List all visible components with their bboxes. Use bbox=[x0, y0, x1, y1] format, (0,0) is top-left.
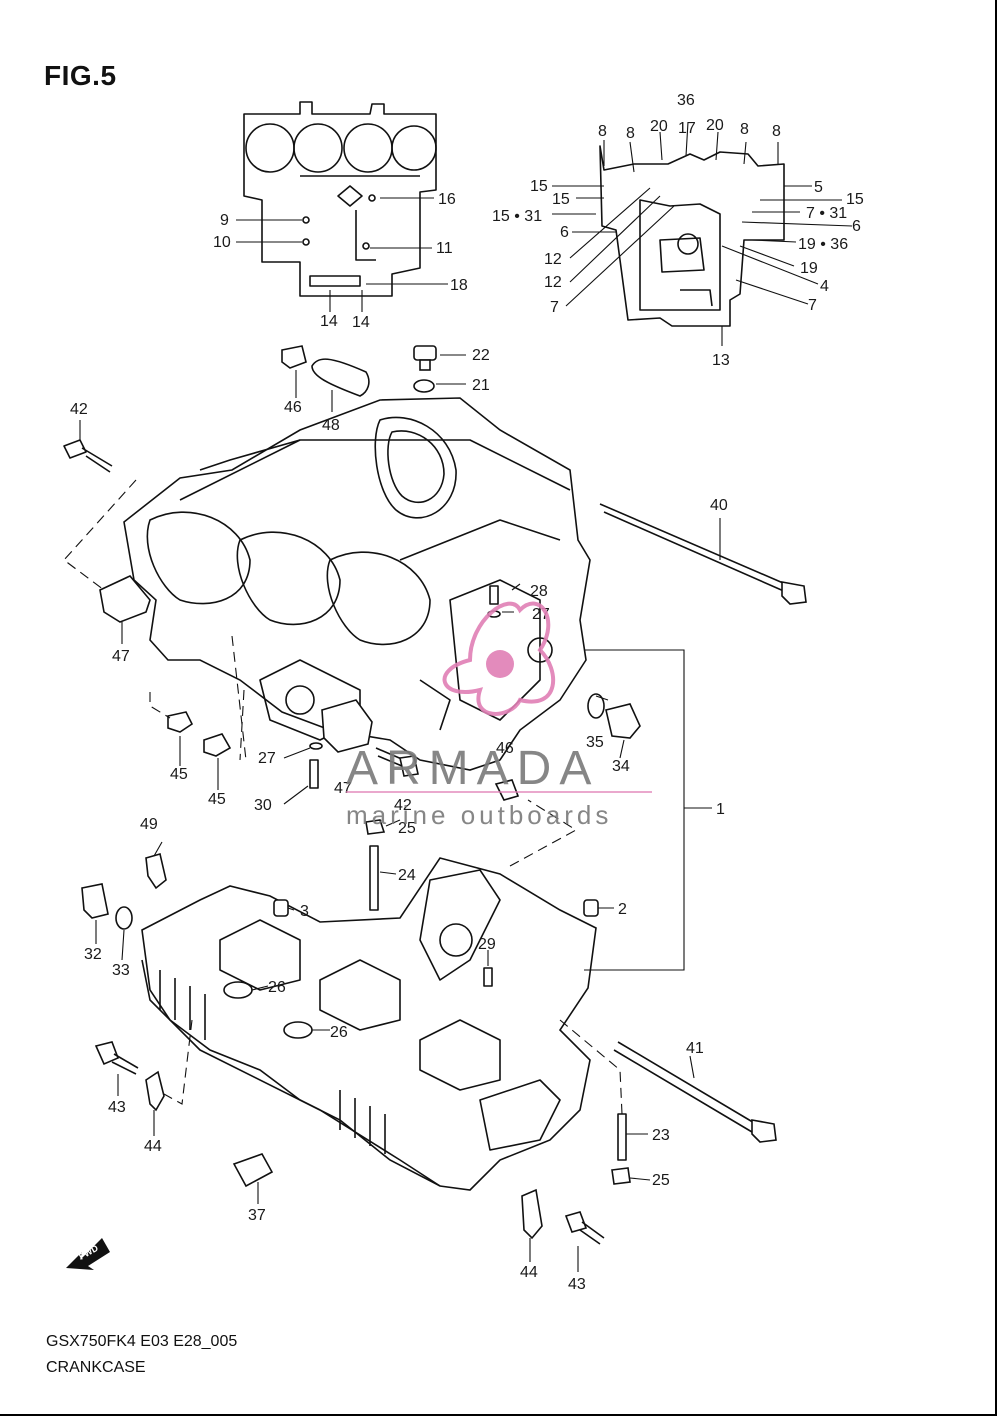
callout-40: 40 bbox=[710, 497, 728, 514]
upper-crankcase bbox=[123, 397, 591, 771]
callout-33: 33 bbox=[112, 962, 130, 979]
callout-15-31: 15 • 31 bbox=[492, 208, 542, 225]
callout-19: 19 bbox=[800, 260, 818, 277]
callout-42-upper: 42 bbox=[70, 401, 88, 418]
loose-parts bbox=[63, 345, 807, 1245]
callout-49: 49 bbox=[140, 816, 158, 833]
callout-7-left: 7 bbox=[550, 299, 559, 316]
callout-8-d: 8 bbox=[772, 123, 781, 140]
callout-44-right: 44 bbox=[520, 1264, 538, 1281]
callout-44-left: 44 bbox=[144, 1138, 162, 1155]
callout-30: 30 bbox=[254, 797, 272, 814]
callout-23: 23 bbox=[652, 1127, 670, 1144]
callout-28: 28 bbox=[530, 583, 548, 600]
callout-20-a: 20 bbox=[650, 118, 668, 135]
callout-26-b: 26 bbox=[330, 1024, 348, 1041]
bearing-47-left bbox=[99, 575, 151, 623]
watermark-logo-icon bbox=[442, 601, 555, 716]
callout-32: 32 bbox=[84, 946, 102, 963]
callout-42-lower: 42 bbox=[394, 797, 412, 814]
watermark: ARMADA marine outboards bbox=[346, 601, 652, 830]
callout-8-a: 8 bbox=[598, 123, 607, 140]
callout-16: 16 bbox=[438, 191, 456, 208]
callout-46-upper: 46 bbox=[284, 399, 302, 416]
callout-43-right: 43 bbox=[568, 1276, 586, 1293]
callout-18: 18 bbox=[450, 277, 468, 294]
callout-19-36: 19 • 36 bbox=[798, 236, 848, 253]
callout-47-left: 47 bbox=[112, 648, 130, 665]
callout-13: 13 bbox=[712, 352, 730, 369]
lower-crankcase bbox=[141, 857, 597, 1191]
callout-1: 1 bbox=[716, 801, 725, 818]
callout-45-a: 45 bbox=[170, 766, 188, 783]
callout-2: 2 bbox=[618, 901, 627, 918]
callout-20-b: 20 bbox=[706, 117, 724, 134]
forward-arrow-icon: FWD bbox=[66, 1238, 110, 1270]
callout-15-c: 15 bbox=[846, 191, 864, 208]
pipe-48 bbox=[311, 358, 370, 397]
watermark-tagline: marine outboards bbox=[346, 800, 612, 830]
callout-7-right: 7 bbox=[808, 297, 817, 314]
callout-14-a: 14 bbox=[320, 313, 338, 330]
leader-lines bbox=[63, 121, 853, 1272]
callout-37: 37 bbox=[248, 1207, 266, 1224]
inset-lower-case bbox=[599, 145, 785, 327]
callout-9: 9 bbox=[220, 212, 229, 229]
callout-15-a: 15 bbox=[530, 178, 548, 195]
callout-26-a: 26 bbox=[268, 979, 286, 996]
callout-24: 24 bbox=[398, 867, 416, 884]
callout-48: 48 bbox=[322, 417, 340, 434]
callout-labels: 1 2 3 4 5 6 6 7 7 7 • 31 8 8 8 8 9 10 11… bbox=[70, 92, 864, 1293]
callout-46-lower: 46 bbox=[496, 740, 514, 757]
assembly-name: CRANKCASE bbox=[46, 1359, 146, 1376]
drawing-code: GSX750FK4 E03 E28_005 bbox=[46, 1333, 238, 1350]
callout-15-b: 15 bbox=[552, 191, 570, 208]
callout-14-b: 14 bbox=[352, 314, 370, 331]
nut-46 bbox=[281, 345, 307, 369]
callout-25-upper: 25 bbox=[398, 820, 416, 837]
figure-title: FIG.5 bbox=[44, 60, 117, 91]
callout-43-left: 43 bbox=[108, 1099, 126, 1116]
callout-29: 29 bbox=[478, 936, 496, 953]
callout-4: 4 bbox=[820, 278, 829, 295]
callout-8-c: 8 bbox=[740, 121, 749, 138]
callout-6-left: 6 bbox=[560, 224, 569, 241]
callout-27-left: 27 bbox=[258, 750, 276, 767]
callout-10: 10 bbox=[213, 234, 231, 251]
callout-8-b: 8 bbox=[626, 125, 635, 142]
callout-5: 5 bbox=[814, 179, 823, 196]
callout-41: 41 bbox=[686, 1040, 704, 1057]
bolt-42-left bbox=[63, 439, 113, 473]
inset-upper-case bbox=[243, 101, 437, 297]
callout-6-right: 6 bbox=[852, 218, 861, 235]
callout-35: 35 bbox=[586, 734, 604, 751]
callout-12-a: 12 bbox=[544, 251, 562, 268]
callout-11: 11 bbox=[436, 240, 453, 257]
bolt-40 bbox=[599, 503, 791, 593]
callout-21: 21 bbox=[472, 377, 490, 394]
callout-12-b: 12 bbox=[544, 274, 562, 291]
callout-22: 22 bbox=[472, 347, 490, 364]
callout-36: 36 bbox=[677, 92, 695, 109]
callout-25-lower: 25 bbox=[652, 1172, 670, 1189]
callout-7-31: 7 • 31 bbox=[806, 205, 847, 222]
callout-17: 17 bbox=[678, 120, 696, 137]
callout-45-b: 45 bbox=[208, 791, 226, 808]
watermark-brand: ARMADA bbox=[346, 742, 599, 795]
callout-34: 34 bbox=[612, 758, 630, 775]
callout-3: 3 bbox=[300, 903, 309, 920]
